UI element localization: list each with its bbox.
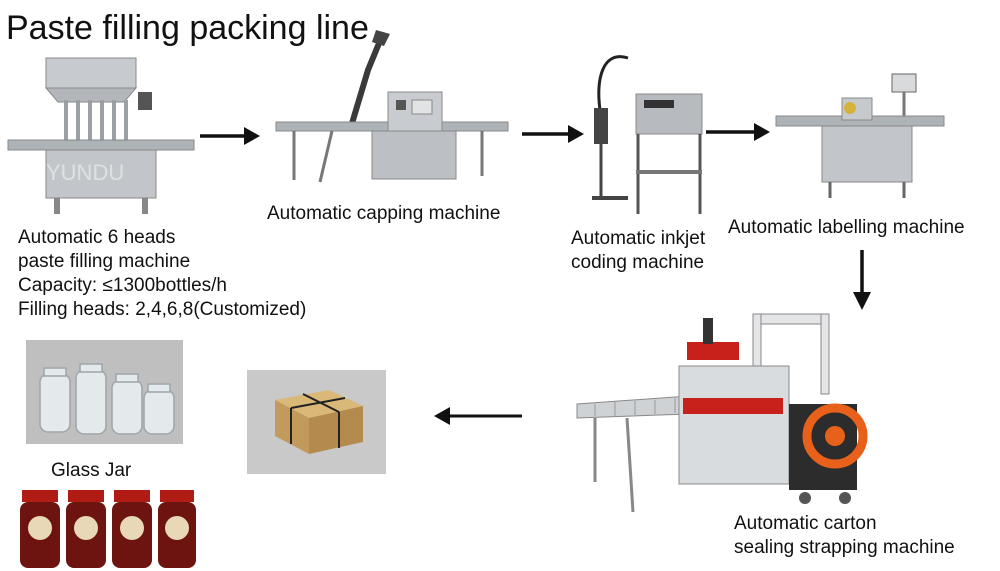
glass-jars-image	[26, 340, 183, 444]
filling-label-line: paste filling machine	[18, 251, 191, 272]
filling-heads: Filling heads: 2,4,6,8(Customized)	[18, 299, 307, 320]
arrow-right-icon	[522, 125, 584, 143]
labelling-machine-label: Automatic labelling machine	[728, 217, 965, 238]
page-title: Paste filling packing line	[6, 9, 369, 47]
capping-machine-image	[275, 30, 509, 183]
filling-machine-label: Automatic 6 heads paste filling machine …	[18, 226, 306, 322]
svg-text:YUNDU: YUNDU	[46, 160, 124, 185]
sealed-carton-image	[247, 370, 386, 474]
filling-capacity: Capacity: ≤1300bottles/h	[18, 275, 227, 296]
carton-label-line: Automatic carton	[734, 513, 877, 534]
arrow-right-icon	[200, 127, 260, 145]
paste-filling-machine-image: YUNDU	[7, 57, 195, 214]
labelling-machine-image	[775, 73, 945, 198]
inkjet-machine-label: Automatic inkjet coding machine	[571, 227, 705, 275]
carton-label-line: sealing strapping machine	[734, 537, 955, 558]
inkjet-label-line: Automatic inkjet	[571, 228, 706, 249]
arrow-right-icon	[706, 123, 770, 141]
carton-machine-label: Automatic carton sealing strapping machi…	[734, 512, 955, 560]
filling-label-line: Automatic 6 heads	[18, 227, 176, 248]
glass-jar-label: Glass Jar	[51, 460, 132, 481]
capping-machine-label: Automatic capping machine	[267, 203, 501, 224]
arrow-left-icon	[434, 407, 522, 425]
arrow-down-icon	[853, 250, 871, 310]
carton-sealing-strapping-machine-image	[576, 313, 868, 513]
inkjet-coding-machine-image	[592, 55, 703, 214]
filled-sauce-jars-image	[20, 490, 196, 568]
inkjet-label-line: coding machine	[571, 252, 705, 273]
